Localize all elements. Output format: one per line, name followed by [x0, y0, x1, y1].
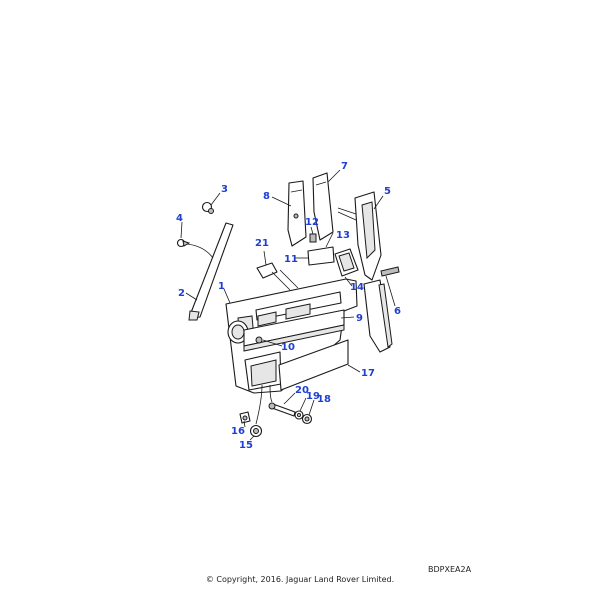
- part-17-lower-panel: [278, 339, 349, 391]
- leader-19: [299, 397, 307, 412]
- part-4-clip: [176, 238, 191, 248]
- drawing-code: BDPXEA2A: [428, 565, 472, 574]
- leader-14: [344, 276, 353, 287]
- part-11-handle-insert: [307, 246, 335, 266]
- leader-12: [310, 226, 314, 235]
- leader-lines: [180, 169, 396, 441]
- leader-4: [180, 221, 214, 259]
- part-6-strip: [380, 266, 400, 277]
- leader-7: [327, 169, 341, 183]
- callout-19: 19: [306, 391, 320, 402]
- leader-5: [373, 195, 384, 210]
- callout-14: 14: [350, 282, 364, 293]
- part-20-bolt: [268, 402, 296, 417]
- part-2-pillar-trim: [188, 222, 234, 321]
- callout-12: 12: [305, 217, 319, 228]
- callout-3: 3: [221, 184, 228, 195]
- part-19-washer: [294, 410, 304, 420]
- leader-17: [347, 364, 361, 373]
- part-15-clip: [249, 424, 263, 438]
- callout-10: 10: [281, 342, 295, 353]
- callout-13: 13: [336, 230, 350, 241]
- callout-15: 15: [239, 440, 253, 451]
- callout-18: 18: [317, 394, 331, 405]
- callout-6: 6: [394, 306, 401, 317]
- leader-1: [223, 288, 231, 304]
- part-10-screw: [255, 336, 263, 344]
- part-13-handle-bezel: [334, 248, 359, 277]
- leader-5b: [337, 207, 357, 221]
- callout-4: 4: [176, 213, 183, 224]
- callout-20: 20: [295, 385, 309, 396]
- leader-13: [325, 232, 334, 248]
- leader-16: [243, 420, 246, 428]
- leader-3: [210, 192, 221, 206]
- copyright-notice: © Copyright, 2016. Jaguar Land Rover Lim…: [205, 575, 395, 584]
- callout-9: 9: [356, 313, 363, 324]
- callout-17: 17: [361, 368, 375, 379]
- leader-2: [185, 292, 198, 301]
- leader-panel-wire: [255, 384, 273, 425]
- leader-10: [262, 339, 283, 347]
- callout-16: 16: [231, 426, 245, 437]
- leader-20: [283, 392, 296, 405]
- part-9-armrest-pad: [243, 309, 345, 352]
- part-16-clip: [239, 411, 251, 424]
- part-5-b-pillar-trim: [354, 191, 382, 281]
- callout-7: 7: [341, 161, 348, 172]
- part-14-pillar-lower-trim: [363, 279, 393, 353]
- part-7-upper-trim: [312, 172, 334, 241]
- callout-5: 5: [384, 186, 391, 197]
- leader-9: [340, 316, 355, 319]
- leader-21: [263, 250, 267, 266]
- callout-8: 8: [263, 191, 270, 202]
- part-21-handle-bracket: [256, 262, 299, 291]
- callout-1: 1: [218, 281, 225, 292]
- part-3-clip: [201, 201, 214, 214]
- callout-21: 21: [255, 238, 269, 249]
- part-12-screw: [309, 233, 317, 243]
- callout-labels: 1 2 3 4 5 6 7 8 9 10 11 12 13 14 15 16 1…: [176, 161, 401, 451]
- leader-15: [249, 435, 255, 441]
- leader-18: [308, 399, 315, 416]
- part-8-upper-trim: [287, 180, 307, 247]
- callout-2: 2: [178, 288, 185, 299]
- leader-6: [385, 275, 396, 307]
- leader-8: [271, 196, 292, 207]
- part-18-nut: [301, 413, 313, 425]
- callout-11: 11: [284, 254, 298, 265]
